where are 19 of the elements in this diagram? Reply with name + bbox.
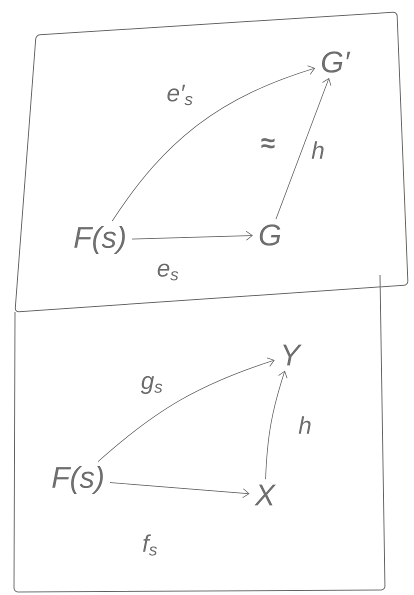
edge-label: e′$_{s}$ [167, 84, 193, 106]
edge-label: h [312, 141, 324, 159]
math-term: G [260, 224, 280, 246]
symbol-label: ≈ [261, 138, 275, 148]
math-term: X [254, 484, 276, 506]
arrow [276, 78, 332, 220]
arrow [98, 357, 275, 462]
math-term: G′ [322, 51, 350, 73]
arrow [110, 482, 250, 498]
edge-label: e$_{s}$ [158, 264, 178, 280]
edge-label: g$_{s}$ [140, 376, 162, 394]
math-term: F(s) [74, 226, 125, 254]
math-term: F(s) [52, 466, 103, 494]
arrow [265, 370, 288, 480]
edge-label: h [298, 416, 311, 434]
math-term: Y [283, 344, 302, 366]
edge-label: f$_{s}$ [143, 534, 157, 556]
arrow [112, 65, 316, 222]
arrow [132, 230, 253, 241]
